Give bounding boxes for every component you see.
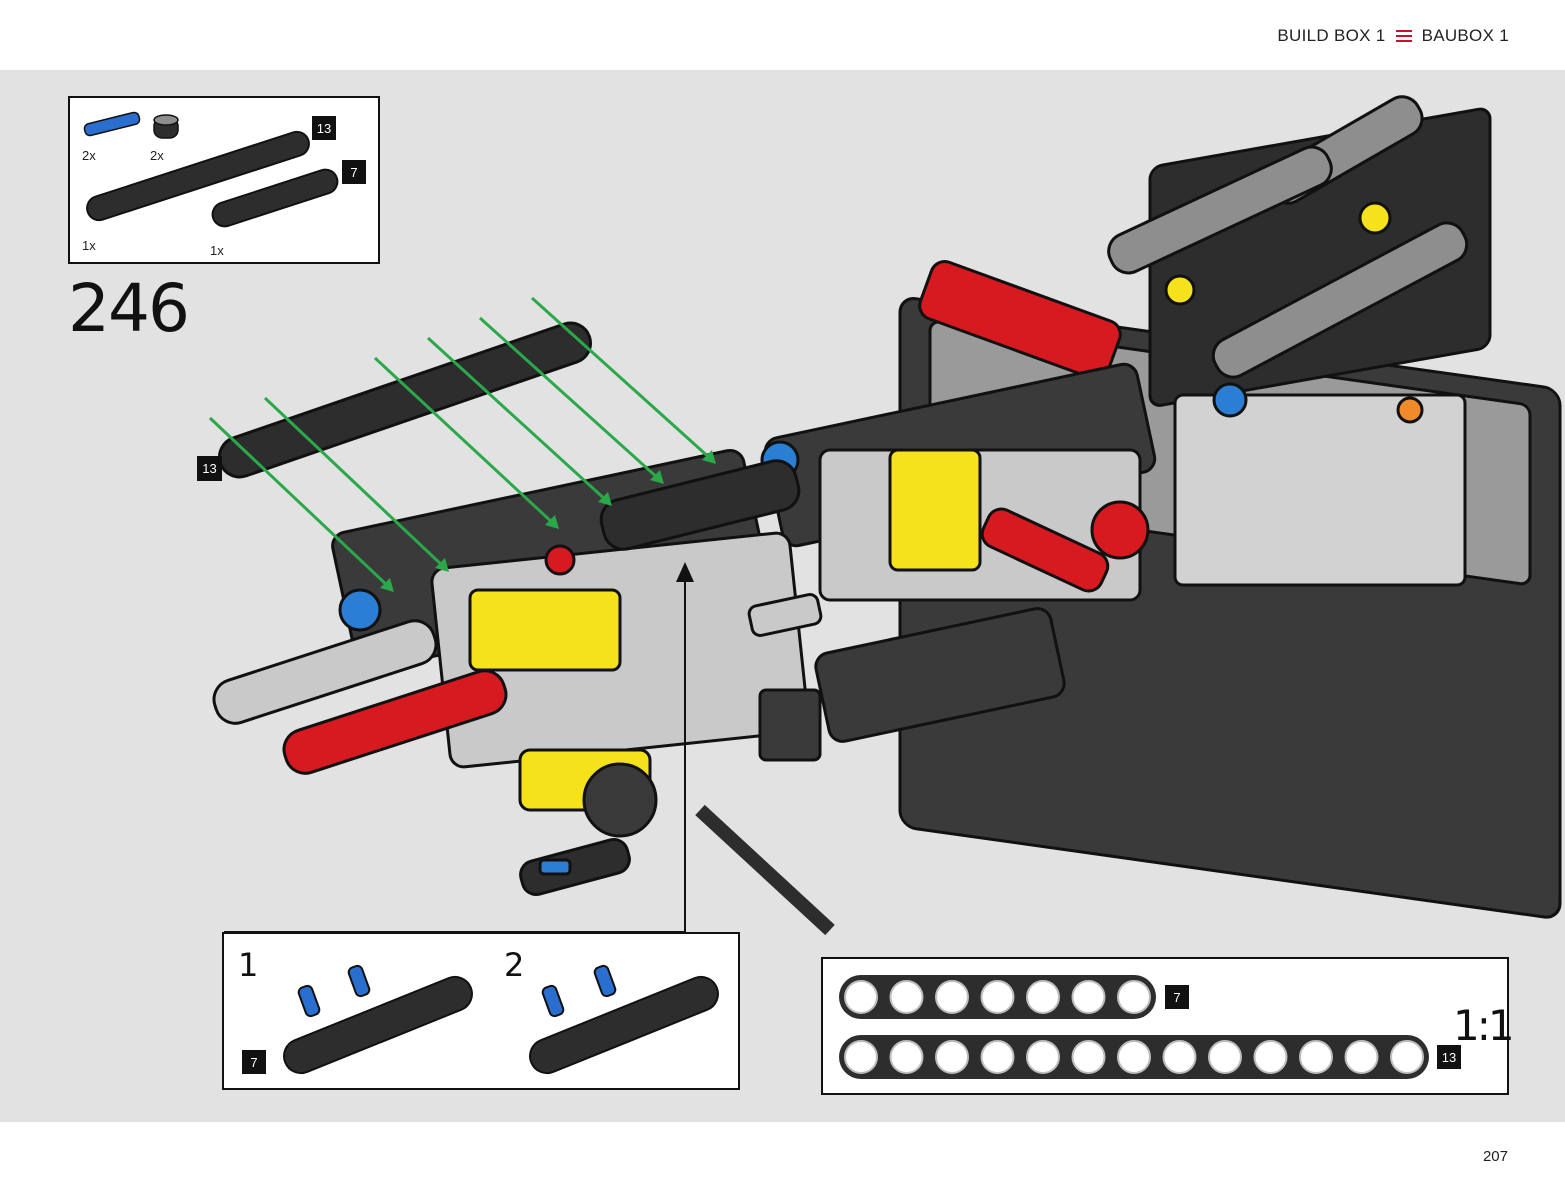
beam-hole [1208, 1040, 1242, 1074]
scale-beam-7 [839, 975, 1156, 1019]
build-box-title: BUILD BOX 1 BAUBOX 1 [1277, 26, 1509, 46]
beam-hole [1299, 1040, 1333, 1074]
transmission-section [760, 362, 1157, 743]
sub-step-1-beam-badge: 7 [242, 1050, 266, 1074]
green-motion-arrows [208, 296, 714, 590]
beam-hole [1253, 1040, 1288, 1074]
sub-step-1-number: 1 [238, 946, 259, 984]
page-header: BUILD BOX 1 BAUBOX 1 [0, 0, 1565, 70]
size-badge-13: 13 [312, 116, 336, 140]
instruction-canvas: 2x 2x 1x 1x 13 7 246 13 1 2 7 7 13 [0, 70, 1565, 1122]
menu-icon [1395, 30, 1412, 42]
sub-step-illustrations [283, 964, 719, 1075]
parts-illustrations [83, 111, 339, 228]
beam-hole [980, 980, 1015, 1014]
scale-label: 1:1 [1453, 1001, 1515, 1050]
beam-hole [1117, 980, 1151, 1014]
front-module [212, 448, 835, 936]
build-box-en: BUILD BOX 1 [1277, 26, 1386, 45]
parts-list-box: 2x 2x 1x 1x 13 7 [68, 96, 380, 264]
callout-arrow-head [676, 562, 694, 582]
beam-hole [980, 1040, 1015, 1074]
sub-step-2-beam [529, 964, 719, 1075]
beam-hole [1344, 1040, 1379, 1074]
beam-hole [1390, 1040, 1424, 1074]
qty-beam-13: 1x [82, 238, 96, 253]
sub-assembly-box: 1 2 7 [222, 932, 740, 1090]
scale-beam-13-badge: 13 [1437, 1045, 1461, 1069]
black-bush-icon [153, 114, 179, 139]
beam-hole [889, 980, 924, 1014]
scale-beams [839, 975, 1429, 1079]
beam-hole [1071, 980, 1106, 1014]
sub-step-2-number: 2 [504, 946, 525, 984]
beam-hole [1117, 1040, 1151, 1074]
beam-hole [889, 1040, 924, 1074]
beam-hole [1071, 1040, 1106, 1074]
beam-size-badge: 13 [197, 456, 222, 481]
assembly-illustration [208, 95, 1562, 936]
qty-beam-7: 1x [210, 243, 224, 258]
beam-hole [935, 980, 969, 1014]
green-arrow-heads [380, 450, 716, 592]
scale-beam-7-badge: 7 [1165, 985, 1189, 1009]
beam-hole [844, 1040, 878, 1074]
page-number: 207 [1482, 1148, 1508, 1165]
step-number: 246 [68, 270, 190, 347]
beam-13-icon [86, 130, 310, 222]
qty-black-bush: 2x [150, 148, 164, 163]
beam-7-icon [211, 168, 339, 228]
build-box-de: BAUBOX 1 [1421, 26, 1509, 45]
incoming-beam-13 [218, 321, 592, 479]
beam-hole [935, 1040, 969, 1074]
scale-beam-13 [839, 1035, 1429, 1079]
page-footer: 207 [0, 1122, 1565, 1191]
scale-box: 7 13 1:1 [821, 957, 1515, 1095]
sub-step-1-beam [283, 964, 473, 1075]
beam-hole [1026, 1040, 1060, 1074]
size-badge-7: 7 [342, 160, 366, 184]
beam-hole [1162, 1040, 1197, 1074]
qty-blue-axle-pin: 2x [82, 148, 96, 163]
blue-axle-pin-icon [83, 111, 141, 137]
beam-hole [844, 980, 878, 1014]
beam-hole [1026, 980, 1060, 1014]
